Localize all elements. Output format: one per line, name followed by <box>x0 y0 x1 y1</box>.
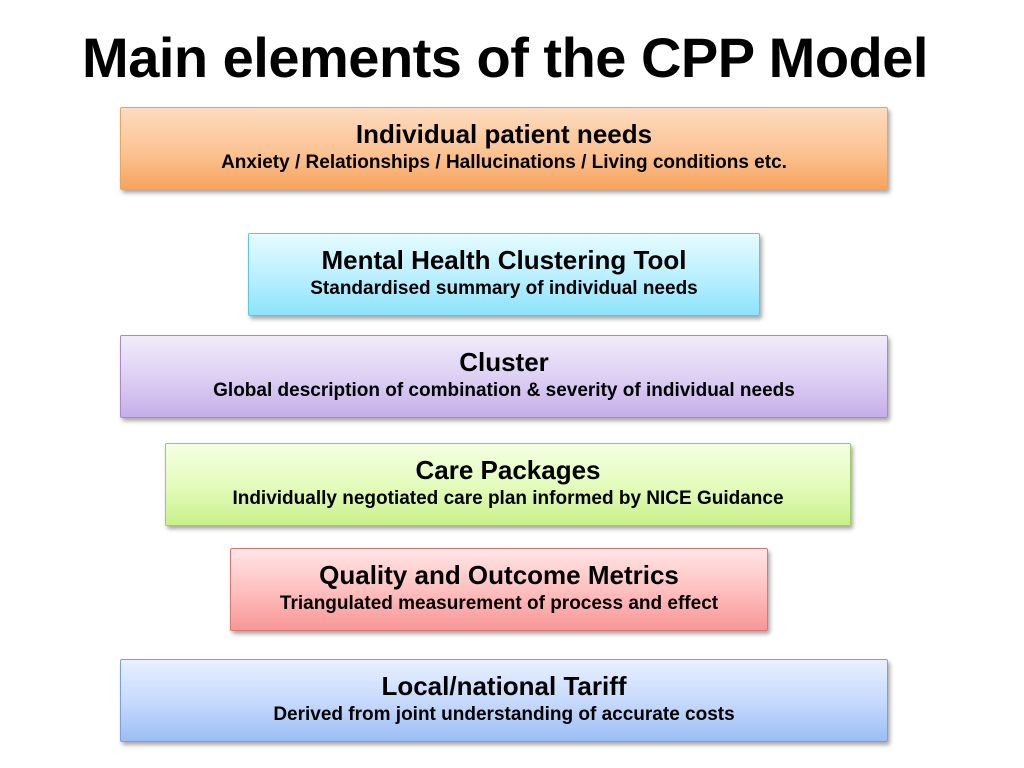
box-heading: Mental Health Clustering Tool <box>321 245 687 275</box>
box-heading: Individual patient needs <box>355 119 653 149</box>
box-heading: Local/national Tariff <box>381 671 627 701</box>
box-description: Global description of combination & seve… <box>213 380 795 401</box>
box-heading: Cluster <box>459 347 549 377</box>
box-mental-health-clustering-tool: Mental Health Clustering Tool Standardis… <box>248 233 760 316</box>
box-heading: Quality and Outcome Metrics <box>319 560 679 590</box>
box-description: Individually negotiated care plan inform… <box>232 488 784 509</box>
box-local-national-tariff: Local/national Tariff Derived from joint… <box>120 659 888 742</box>
box-description: Anxiety / Relationships / Hallucinations… <box>221 152 787 173</box>
box-description: Triangulated measurement of process and … <box>279 593 719 614</box>
box-description: Derived from joint understanding of accu… <box>273 704 735 725</box>
box-quality-outcome-metrics: Quality and Outcome Metrics Triangulated… <box>230 548 768 631</box>
box-care-packages: Care Packages Individually negotiated ca… <box>165 443 851 526</box>
box-description: Standardised summary of individual needs <box>310 278 698 299</box>
box-individual-patient-needs: Individual patient needs Anxiety / Relat… <box>120 107 888 190</box>
box-cluster: Cluster Global description of combinatio… <box>120 335 888 418</box>
slide-title: Main elements of the CPP Model <box>82 26 928 89</box>
box-heading: Care Packages <box>415 455 601 485</box>
